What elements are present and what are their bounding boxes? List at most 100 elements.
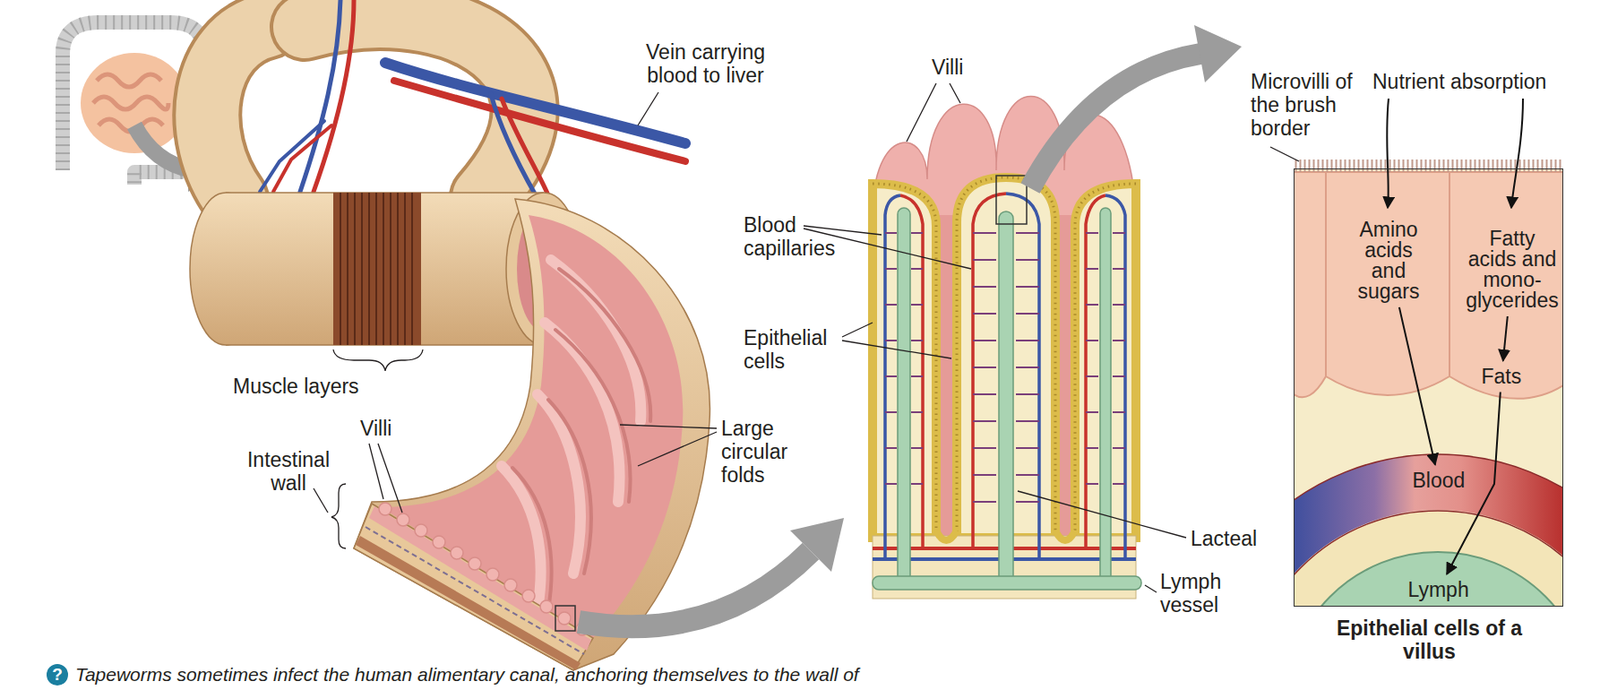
blood-vessels (259, 0, 686, 196)
epithelial-cell (1449, 172, 1564, 399)
muscle-fibres (340, 192, 413, 345)
intestinal-wall-outer (353, 198, 710, 671)
zoom-box (555, 605, 576, 631)
villi-front (872, 177, 1136, 538)
cell-content: Fats (1478, 363, 1526, 390)
villus-bump (486, 567, 499, 581)
part-label: Villi (360, 416, 392, 440)
part-label: Muscle layers (232, 374, 360, 398)
small-intestine-icon (80, 52, 189, 154)
large-intestine-icon (62, 22, 205, 185)
wall-cut-face (353, 503, 594, 671)
part-label: Epithelial cells (743, 326, 847, 373)
vein-branch (300, 0, 341, 192)
lymph-vessel (872, 576, 1142, 590)
cell-content: Amino acids and sugars (1349, 216, 1428, 305)
part-label: Villi (931, 55, 964, 79)
vessel-label: Blood (1409, 467, 1470, 494)
node-text: Amino acids and sugars (1352, 219, 1425, 302)
leader-line (842, 322, 952, 359)
zoom-arrow-head (790, 517, 844, 572)
lacteals (897, 207, 1111, 588)
villus (956, 177, 1056, 538)
help-icon (46, 663, 69, 686)
part-label: Vein carrying blood to liver (631, 40, 780, 87)
colon-icon (62, 22, 205, 185)
crypt-epithelium (936, 530, 1076, 541)
leader-line (1144, 584, 1157, 593)
leader-line (313, 488, 328, 513)
zoom-arrow (1030, 53, 1201, 189)
tube-end (189, 192, 262, 345)
haustra-icon (62, 22, 205, 185)
villi-back-row (872, 96, 1136, 270)
opened-intestine (353, 198, 710, 671)
capillary-mesh (885, 232, 1126, 502)
zoom-arrow (134, 125, 193, 171)
artery-branch (501, 98, 549, 196)
blood-vessel-edge (1293, 454, 1564, 607)
tube-lumen (516, 206, 571, 332)
coil (304, 16, 525, 198)
villi-gaps (872, 215, 1136, 538)
part-label: Microvilli of the brush border (1250, 69, 1371, 140)
epithelial-cell (1293, 172, 1326, 397)
coil-outline (304, 16, 525, 198)
intestinal-lining (380, 215, 683, 638)
epithelium-dots (872, 183, 937, 538)
blood-vessel (1293, 481, 1564, 607)
leader-line (369, 443, 403, 513)
capillary (900, 195, 923, 549)
node-text-stack: Fats (1481, 366, 1523, 388)
artery-branch (273, 125, 332, 192)
capillary (1006, 193, 1040, 560)
lacteal (897, 207, 911, 588)
villus-bump (576, 622, 589, 636)
bracket (333, 349, 423, 371)
villus-bump (450, 546, 464, 560)
intestine-loops-icon (93, 74, 169, 132)
zoom-arrow-head (1194, 25, 1242, 83)
wall-vessels (365, 526, 585, 654)
leader-line (637, 92, 659, 126)
leader-line (619, 424, 717, 466)
part-label: Blood capillaries (743, 213, 852, 260)
fold-shadows (512, 268, 651, 610)
node-text: Fatty acids and mono-glycerides (1465, 228, 1559, 311)
vein-branch (490, 94, 536, 196)
coil (206, 25, 269, 199)
lacteal (998, 211, 1014, 588)
intestine-coils (206, 16, 525, 199)
capillary (972, 193, 1007, 549)
circular-folds (501, 259, 641, 610)
part-label: Large circular folds (721, 416, 811, 487)
base-vein (872, 557, 1136, 561)
intestine-tube (189, 192, 582, 345)
villus-bump (468, 557, 482, 570)
artery (394, 80, 686, 162)
leader-line (906, 83, 961, 142)
artery-branch (313, 0, 354, 192)
tube-cut-end (506, 192, 582, 345)
villus-bump (504, 578, 517, 592)
epithelium-dots (956, 177, 1056, 538)
villi-base (872, 535, 1136, 599)
villus-bump (558, 611, 571, 625)
epithelium-dots (1075, 183, 1136, 538)
villus-panel: Epithelial cells of a villusAmino acids … (1293, 168, 1564, 607)
node-text-stack: Amino acids and sugars (1352, 219, 1425, 302)
capillary (1105, 195, 1126, 560)
cell-content: Fatty acids and mono-glycerides (1462, 225, 1563, 314)
vein-branch (259, 120, 325, 192)
microvilli (1293, 159, 1564, 173)
villus-bump (396, 513, 410, 526)
lacteal (1100, 207, 1111, 588)
part-label: Lacteal (1190, 526, 1257, 551)
villus (872, 183, 937, 538)
help-icon-mark: ? (47, 663, 68, 686)
capillaries (885, 193, 1126, 560)
tissue-ring (1293, 510, 1564, 607)
panel-heading: Epithelial cells of a villus (1326, 616, 1533, 663)
node-text: Blood (1412, 470, 1466, 491)
coil-outline (206, 25, 269, 199)
